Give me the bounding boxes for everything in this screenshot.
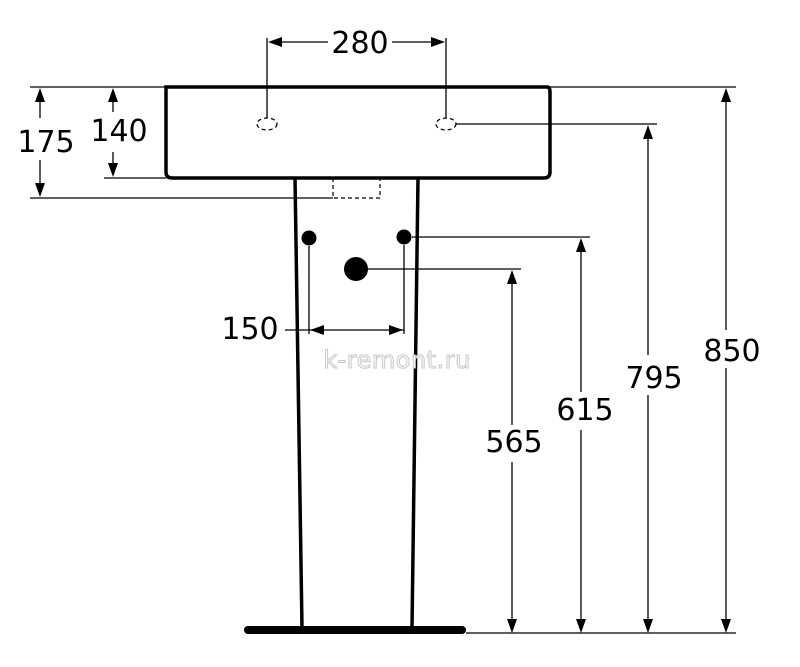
dim-waste-height [368,268,521,633]
dim-supply-height-label: 615 [556,393,613,428]
dim-supply-height [412,236,590,633]
watermark: k-remont.ru [323,346,471,374]
tap-hole-right [435,117,457,131]
dim-tap-height [456,123,657,633]
dim-fixing-spacing-label: 150 [221,312,278,347]
dim-waste-height-label: 565 [485,425,542,460]
dim-tap-spacing [266,37,447,118]
dim-basin-depth [30,86,333,199]
waste-outlet [332,178,381,199]
fixing-hole-left [301,230,317,246]
dim-tap-spacing-label: 280 [331,26,388,61]
pedestal [293,177,420,629]
dim-overall-height-label: 850 [703,334,760,369]
dim-tap-height-label: 795 [625,361,682,396]
basin [164,85,552,180]
waste-pipe-hole [344,257,368,281]
dim-overflow-depth-label: 175 [17,125,74,160]
dim-fixing-spacing [285,245,405,335]
pedestal-base [244,626,466,634]
tap-hole-left [256,117,278,131]
dim-bowl-depth-label: 140 [90,114,147,149]
dim-overall-height [550,86,736,633]
fixing-hole-right [396,229,412,245]
